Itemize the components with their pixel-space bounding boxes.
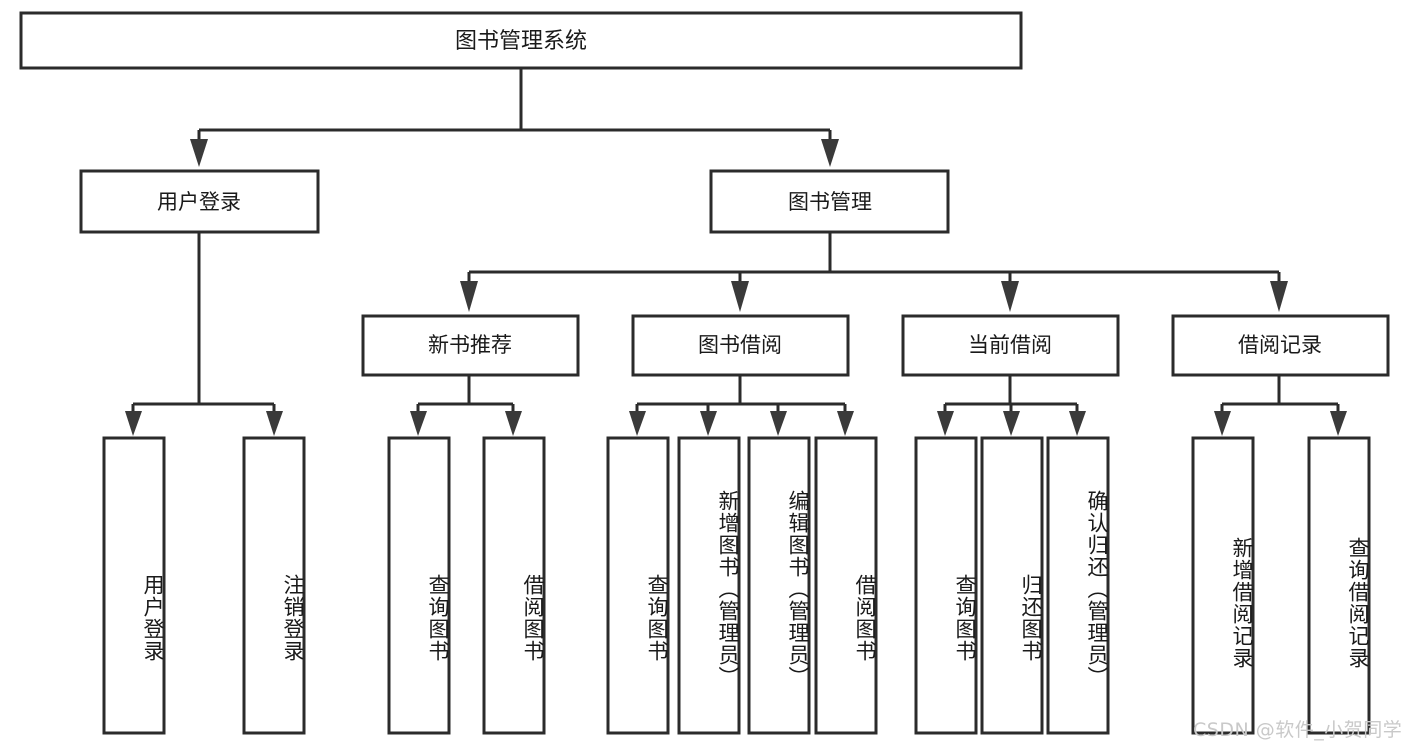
leaf-box-borrow-book-2[interactable]: [814, 436, 878, 735]
node-new-book-recommend-label: 新书推荐: [428, 333, 512, 357]
node-root[interactable]: 图书管理系统: [19, 11, 1023, 70]
node-root-label: 图书管理系统: [455, 29, 587, 54]
node-root-box[interactable]: [19, 11, 1023, 70]
node-user-login[interactable]: 用户登录: [79, 169, 320, 234]
node-current-borrow-label: 当前借阅: [968, 333, 1052, 357]
node-book-borrow-box[interactable]: [631, 314, 850, 377]
node-book-management[interactable]: 图书管理: [709, 169, 950, 234]
connector-group-borrow-record: [1214, 375, 1347, 436]
leaf-box-query-book-2[interactable]: [606, 436, 670, 735]
connector-group-new-book-recommend: [410, 375, 522, 436]
leaf-box-add-book[interactable]: [677, 436, 741, 735]
arrow-head-leaf-borrow-book-2: [837, 411, 854, 436]
node-new-book-recommend-box[interactable]: [361, 314, 580, 377]
leaf-box-query-book-1[interactable]: [387, 436, 451, 735]
arrow-head-new-book-recommend: [460, 281, 478, 312]
node-book-borrow-label: 图书借阅: [698, 333, 782, 357]
arrow-head-borrow-record: [1270, 281, 1288, 312]
arrow-head-leaf-query-book-1: [410, 411, 427, 436]
arrow-head-leaf-query-book-3: [937, 411, 954, 436]
node-borrow-record-box[interactable]: [1171, 314, 1390, 377]
node-current-borrow[interactable]: 当前借阅: [901, 314, 1120, 377]
leaf-box-add-record[interactable]: [1191, 436, 1255, 735]
leaf-box-edit-book[interactable]: [747, 436, 811, 735]
leaf-box-query-record[interactable]: [1307, 436, 1371, 735]
node-current-borrow-box[interactable]: [901, 314, 1120, 377]
leaf-box-return-book[interactable]: [980, 436, 1044, 735]
node-book-management-label: 图书管理: [788, 190, 872, 214]
arrow-head-current-borrow: [1001, 281, 1019, 312]
node-borrow-record[interactable]: 借阅记录: [1171, 314, 1390, 377]
connector-group-book-borrow: [629, 375, 854, 436]
connector-group-book-management: [460, 232, 1288, 312]
leaf-box-query-book-3[interactable]: [914, 436, 978, 735]
arrow-head-leaf-confirm-return: [1069, 411, 1086, 436]
leaf-box-user-logout[interactable]: [242, 436, 306, 735]
arrow-head-leaf-query-book-2: [629, 411, 646, 436]
connector-group-current-borrow: [937, 375, 1086, 436]
arrow-head-leaf-user-logout: [266, 411, 283, 436]
arrow-head-leaf-edit-book: [770, 411, 787, 436]
connector-group-root: [190, 68, 839, 167]
leaf-box-confirm-return[interactable]: [1046, 436, 1110, 735]
arrow-head-user-login: [190, 139, 208, 167]
connector-group-user-login: [125, 232, 283, 436]
csdn-watermark: CSDN @软件_小贺同学: [1193, 719, 1403, 741]
leaf-box-group: [102, 436, 1371, 735]
node-user-login-box[interactable]: [79, 169, 320, 234]
arrow-head-leaf-return-book: [1003, 411, 1020, 436]
node-borrow-record-label: 借阅记录: [1238, 333, 1322, 357]
leaf-box-borrow-book-1[interactable]: [482, 436, 546, 735]
node-book-management-box[interactable]: [709, 169, 950, 234]
arrow-head-leaf-query-record: [1330, 411, 1347, 436]
node-book-borrow[interactable]: 图书借阅: [631, 314, 850, 377]
arrow-head-book-borrow: [731, 281, 749, 312]
arrow-head-book-management: [821, 139, 839, 167]
arrow-head-leaf-user-login: [125, 411, 142, 436]
leaf-box-user-login[interactable]: [102, 436, 166, 735]
node-new-book-recommend[interactable]: 新书推荐: [361, 314, 580, 377]
arrow-head-leaf-add-book: [700, 411, 717, 436]
node-user-login-label: 用户登录: [157, 190, 241, 214]
arrow-head-leaf-add-record: [1214, 411, 1231, 436]
arrow-head-leaf-borrow-book-1: [505, 411, 522, 436]
